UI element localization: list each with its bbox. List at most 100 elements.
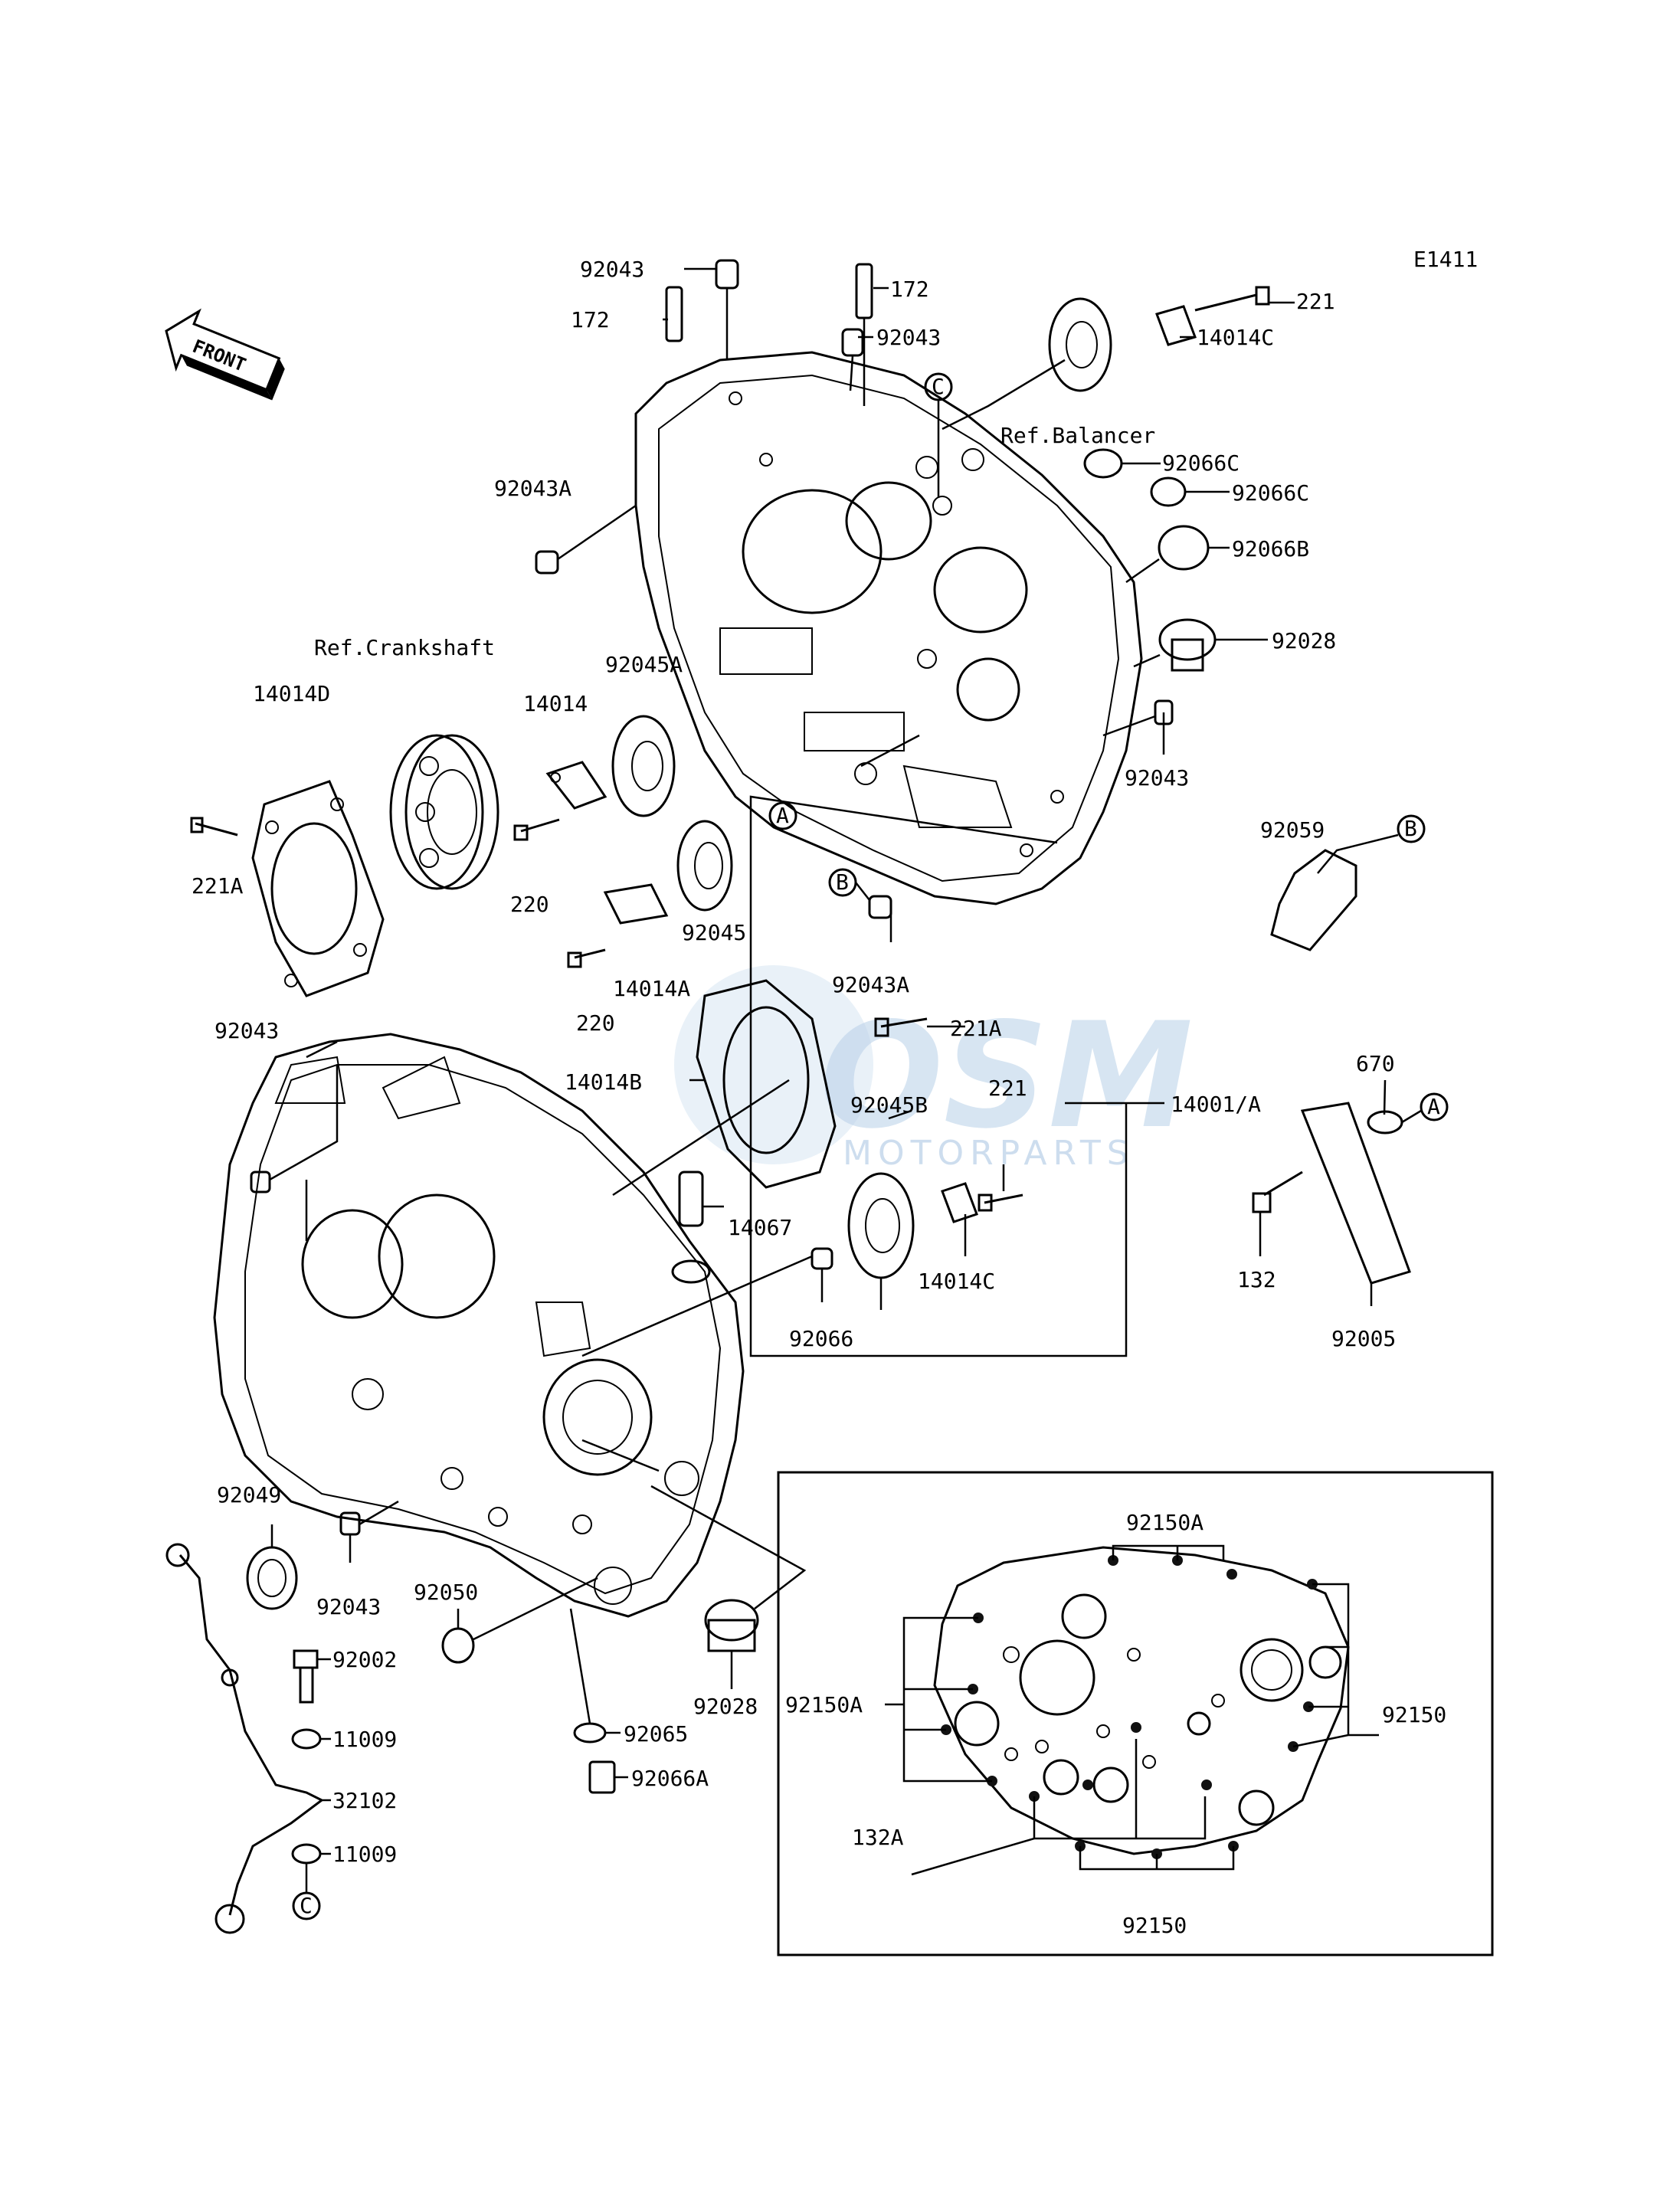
label-670: 670 [1356, 1051, 1395, 1076]
svg-text:B: B [1404, 816, 1417, 841]
label-14014C-mid: 14014C [918, 1269, 995, 1294]
label-132A: 132A [852, 1825, 904, 1850]
svg-text:B: B [836, 869, 849, 895]
watermark-globe [674, 965, 873, 1164]
bolt-221-top [1194, 286, 1270, 312]
label-92066A: 92066A [631, 1766, 709, 1791]
label-92028-top: 92028 [1272, 628, 1336, 653]
bracket-14014A [603, 883, 669, 925]
label-92043A-mid: 92043A [832, 972, 909, 997]
label-14001A: 14001/A [1171, 1092, 1261, 1117]
label-11009-a: 11009 [332, 1727, 397, 1752]
label-14014D: 14014D [253, 681, 330, 706]
collar-92028-bot [704, 1599, 759, 1652]
seal-92050 [441, 1627, 475, 1664]
bolt-220-b [567, 948, 606, 968]
label-ref-balancer: Ref.Balancer [1000, 423, 1155, 448]
label-32102: 32102 [332, 1788, 397, 1813]
label-92049: 92049 [217, 1482, 281, 1508]
callout-A-mid: A [768, 801, 797, 830]
label-92150-right: 92150 [1382, 1702, 1446, 1727]
svg-text:C: C [300, 1893, 313, 1918]
label-221A-mid: 221A [950, 1016, 1002, 1041]
stud-172-left [665, 286, 683, 342]
label-92065: 92065 [624, 1721, 688, 1747]
label-14014: 14014 [523, 691, 588, 716]
svg-text:C: C [932, 374, 945, 399]
label-92150-bot: 92150 [1122, 1913, 1187, 1938]
callout-B-right: B [1397, 814, 1426, 843]
bolt-hole [1082, 1780, 1093, 1790]
front-arrow-icon: FRONT [165, 308, 285, 401]
label-221-top: 221 [1296, 289, 1335, 314]
callout-A-right: A [1420, 1092, 1449, 1121]
callout-B-mid: B [828, 868, 870, 901]
washer-11009-b [291, 1843, 322, 1865]
svg-text:A: A [776, 803, 789, 828]
oil-pipe-32102 [165, 1543, 323, 1934]
seal-92066B [1158, 525, 1210, 571]
seal-92066C-1 [1083, 448, 1123, 479]
dowel-92043-left [250, 1171, 271, 1193]
label-92002: 92002 [332, 1647, 397, 1672]
oil-seal-plate-14014D [251, 780, 385, 997]
label-92045A: 92045A [605, 652, 683, 677]
bolt-221-mid [978, 1193, 1023, 1212]
label-92005: 92005 [1331, 1326, 1396, 1351]
label-14014A: 14014A [613, 976, 690, 1001]
part-labels: 92043 172 172 92043 221 14014C Ref.Balan… [192, 257, 1446, 1938]
label-14067: 14067 [728, 1215, 792, 1240]
bearing-92045 [676, 820, 733, 912]
callout-C-top: C [924, 372, 953, 498]
cover-92005 [1300, 1102, 1411, 1285]
bolt-hole [1226, 1569, 1237, 1580]
bolt-92002 [293, 1649, 319, 1704]
label-132: 132 [1237, 1267, 1276, 1292]
label-92043-left: 92043 [215, 1018, 279, 1043]
plug-92066A [588, 1760, 616, 1794]
label-92150A-top: 92150A [1126, 1510, 1204, 1535]
bearing-92045B [847, 1172, 915, 1279]
left-crankcase-half [213, 1033, 745, 1618]
label-221-mid: 221 [988, 1076, 1027, 1101]
label-221A-left: 221A [192, 873, 244, 899]
label-92050: 92050 [414, 1580, 478, 1605]
plate-14014C-mid [941, 1182, 978, 1223]
bolt-220-a [513, 818, 560, 841]
label-ref-crankshaft: Ref.Crankshaft [314, 635, 495, 660]
label-11009-b: 11009 [332, 1842, 397, 1867]
seal-92066 [811, 1247, 833, 1270]
bolt-132 [1252, 1171, 1303, 1213]
leader-lines [269, 267, 1422, 1855]
oring-670 [1367, 1110, 1403, 1135]
crankshaft-bearing [389, 734, 499, 890]
label-92043A-top: 92043A [494, 476, 571, 501]
bolt-hole [1131, 1722, 1141, 1733]
label-92059: 92059 [1260, 817, 1325, 843]
label-92043-top: 92043 [580, 257, 644, 282]
label-172-right: 172 [890, 277, 929, 302]
label-92150A-left: 92150A [785, 1692, 863, 1717]
dowel-92043-b [841, 328, 864, 357]
svg-text:A: A [1427, 1094, 1440, 1119]
bolt-hole [1201, 1780, 1212, 1790]
bracket-14014 [545, 761, 607, 810]
label-92043-b: 92043 [876, 325, 941, 350]
label-92066B: 92066B [1232, 536, 1309, 562]
bearing-92045A [611, 715, 676, 817]
label-92043-right: 92043 [1125, 765, 1189, 791]
label-92045: 92045 [682, 920, 746, 945]
watermark: OSM MOTORPARTS [674, 965, 1193, 1173]
label-92066: 92066 [789, 1326, 853, 1351]
stud-172-right [855, 263, 873, 319]
collar-92028-top [1158, 618, 1217, 672]
breather-92059 [1270, 849, 1357, 951]
diagram-code: E1411 [1413, 247, 1478, 272]
label-92045B: 92045B [850, 1092, 928, 1118]
label-92043-bl: 92043 [316, 1594, 381, 1619]
label-92028-bot: 92028 [693, 1694, 758, 1719]
bolt-221A-mid [874, 1017, 928, 1037]
balancer-bearing [1048, 297, 1112, 392]
label-14014C-top: 14014C [1197, 325, 1274, 350]
